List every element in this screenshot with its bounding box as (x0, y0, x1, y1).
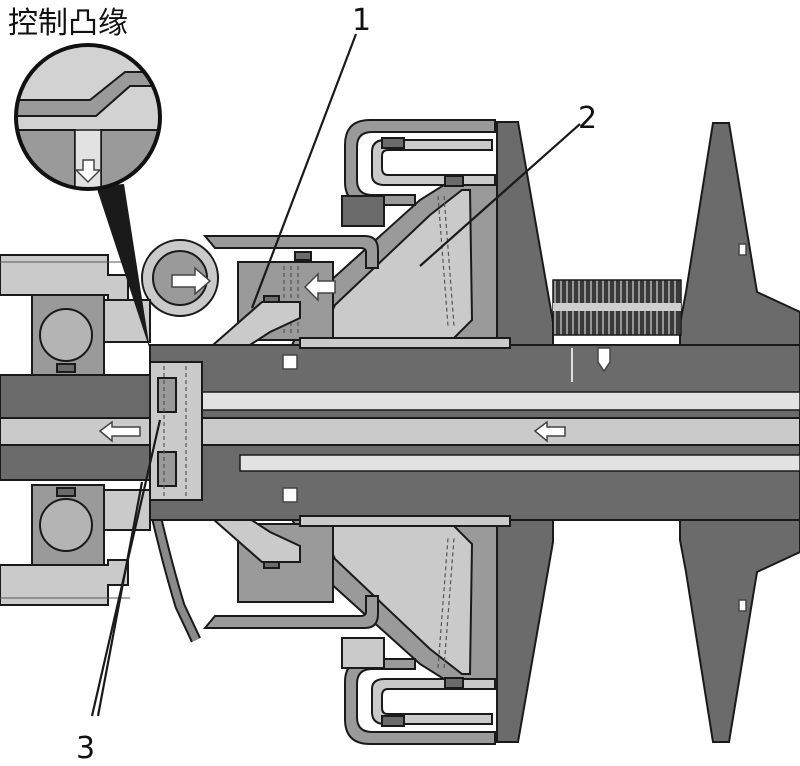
hub-block-top (341, 195, 385, 227)
part-label-1: 1 (352, 3, 371, 38)
bearing-top-cage (56, 363, 76, 373)
control-port-top (157, 377, 177, 413)
leader-line-2 (419, 123, 581, 267)
right-cone-bump-bottom (738, 599, 747, 612)
right-cone-bump-top (738, 243, 747, 256)
bearing-bottom-cage (56, 487, 76, 497)
piston-arm-top (202, 235, 379, 269)
magnifier-ring (14, 43, 162, 191)
spring-plate-top (299, 337, 511, 349)
seal-block-bottom-2 (444, 677, 464, 689)
flow-arrow-piston (303, 272, 336, 302)
left-housing-bottom (0, 559, 129, 606)
pin-bottom (282, 487, 298, 503)
seal-block-top-1 (381, 137, 405, 149)
diaphragm-spring-top (437, 195, 449, 327)
diaphragm-spring-bottom-2 (443, 537, 455, 669)
piston-arm-bottom (202, 595, 379, 629)
pin-top (282, 354, 298, 370)
magnifier-pointer (96, 184, 150, 350)
magnifier-arrow-down (74, 159, 102, 184)
part-label-3: 3 (76, 731, 95, 766)
control-port-bottom (157, 451, 177, 487)
flow-arrow-left-bore (98, 420, 141, 443)
flow-arrow-ring (171, 266, 212, 296)
leader-line-3b (96, 481, 144, 717)
hub-block-bottom (341, 637, 385, 669)
clutch-housing-bottom (341, 637, 496, 745)
magnifier-flange-step (16, 71, 160, 117)
spring-plate-bottom (299, 515, 511, 527)
leader-line-1 (250, 33, 358, 309)
title-label: 控制凸缘 (8, 6, 128, 41)
locating-pin (597, 347, 611, 373)
oil-channel-upper (199, 391, 800, 411)
piston-assembly-bottom (202, 504, 379, 629)
control-holes (163, 366, 187, 496)
flow-arrow-right-bore (533, 420, 566, 443)
part-label-2: 2 (578, 101, 597, 136)
diaphragm-spring-top-2 (443, 195, 455, 327)
belt-teeth-band (553, 303, 681, 311)
oil-channel-lower (239, 454, 800, 472)
seal-block-top-2 (444, 175, 464, 187)
diaphragm-spring-bottom (437, 537, 449, 669)
piston-seal-top-2 (294, 251, 312, 261)
seal-block-bottom-1 (381, 715, 405, 727)
bearing-bottom-ball (39, 498, 93, 552)
bearing-top-ball (39, 308, 93, 362)
